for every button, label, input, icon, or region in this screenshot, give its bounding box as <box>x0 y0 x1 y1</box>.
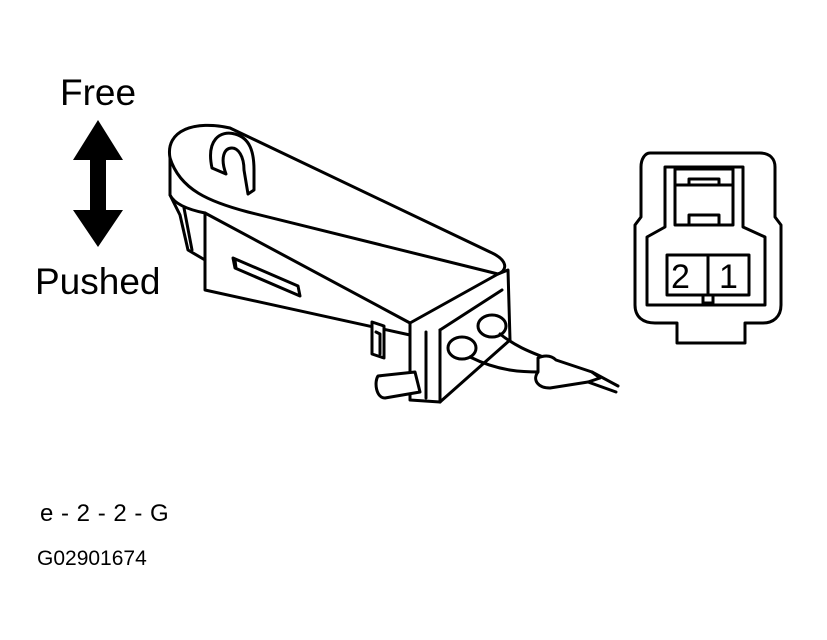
double-arrow-icon <box>73 120 123 247</box>
pin-2-label: 2 <box>671 258 690 296</box>
free-label: Free <box>60 72 137 113</box>
figure-code: e - 2 - 2 - G <box>40 500 170 527</box>
switch-assembly-icon <box>168 123 620 404</box>
pin-1-label: 1 <box>719 258 738 296</box>
pushed-label: Pushed <box>35 261 161 302</box>
connector-face-icon: 2 1 <box>633 151 783 345</box>
figure-id: G02901674 <box>37 547 147 570</box>
